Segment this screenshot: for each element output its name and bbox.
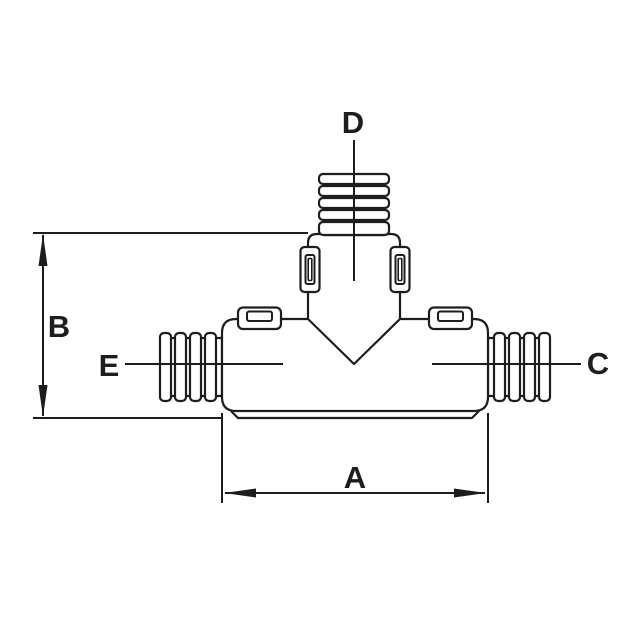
arrowhead-left	[224, 488, 256, 498]
leader-d: D	[342, 105, 364, 281]
port-label-e: E	[99, 348, 120, 383]
dimension-label-a: A	[344, 460, 366, 495]
dimension-label-b: B	[48, 309, 70, 344]
corrugation-rib	[158, 331, 173, 403]
corrugation-rib	[203, 331, 218, 403]
latch-slot-inner	[397, 257, 403, 282]
leader-e: E	[99, 348, 283, 383]
corrugation-rib	[537, 331, 552, 403]
latch-slot	[246, 310, 273, 322]
arrowhead-right	[454, 488, 486, 498]
neck-latch-right	[389, 245, 411, 294]
latch-slot	[304, 254, 316, 285]
corrugation-rib	[173, 331, 188, 403]
corrugation-rib	[492, 331, 507, 403]
dimension-b: B	[33, 232, 308, 419]
tee-fitting	[158, 172, 552, 420]
port-label-d: D	[342, 105, 364, 140]
port-label-c: C	[587, 346, 609, 381]
left-corrugated-port	[158, 331, 224, 403]
bottom-flange	[230, 410, 480, 420]
leader-c: C	[432, 346, 609, 381]
latch-slot	[437, 310, 464, 322]
arrowhead-up	[38, 234, 48, 266]
body-latch-right	[427, 306, 474, 331]
fitting-body	[220, 317, 490, 413]
arrowhead-down	[38, 385, 48, 417]
corrugation-rib	[188, 331, 203, 403]
top-neck	[306, 232, 402, 366]
neck-latch-left	[299, 245, 321, 294]
corrugation-rib	[507, 331, 522, 403]
latch-slot	[394, 254, 406, 285]
body-latch-left	[236, 306, 283, 331]
corrugation-rib	[522, 331, 537, 403]
latch-slot-inner	[307, 257, 313, 282]
dimension-a: A	[221, 413, 489, 503]
right-corrugated-port	[486, 331, 552, 403]
